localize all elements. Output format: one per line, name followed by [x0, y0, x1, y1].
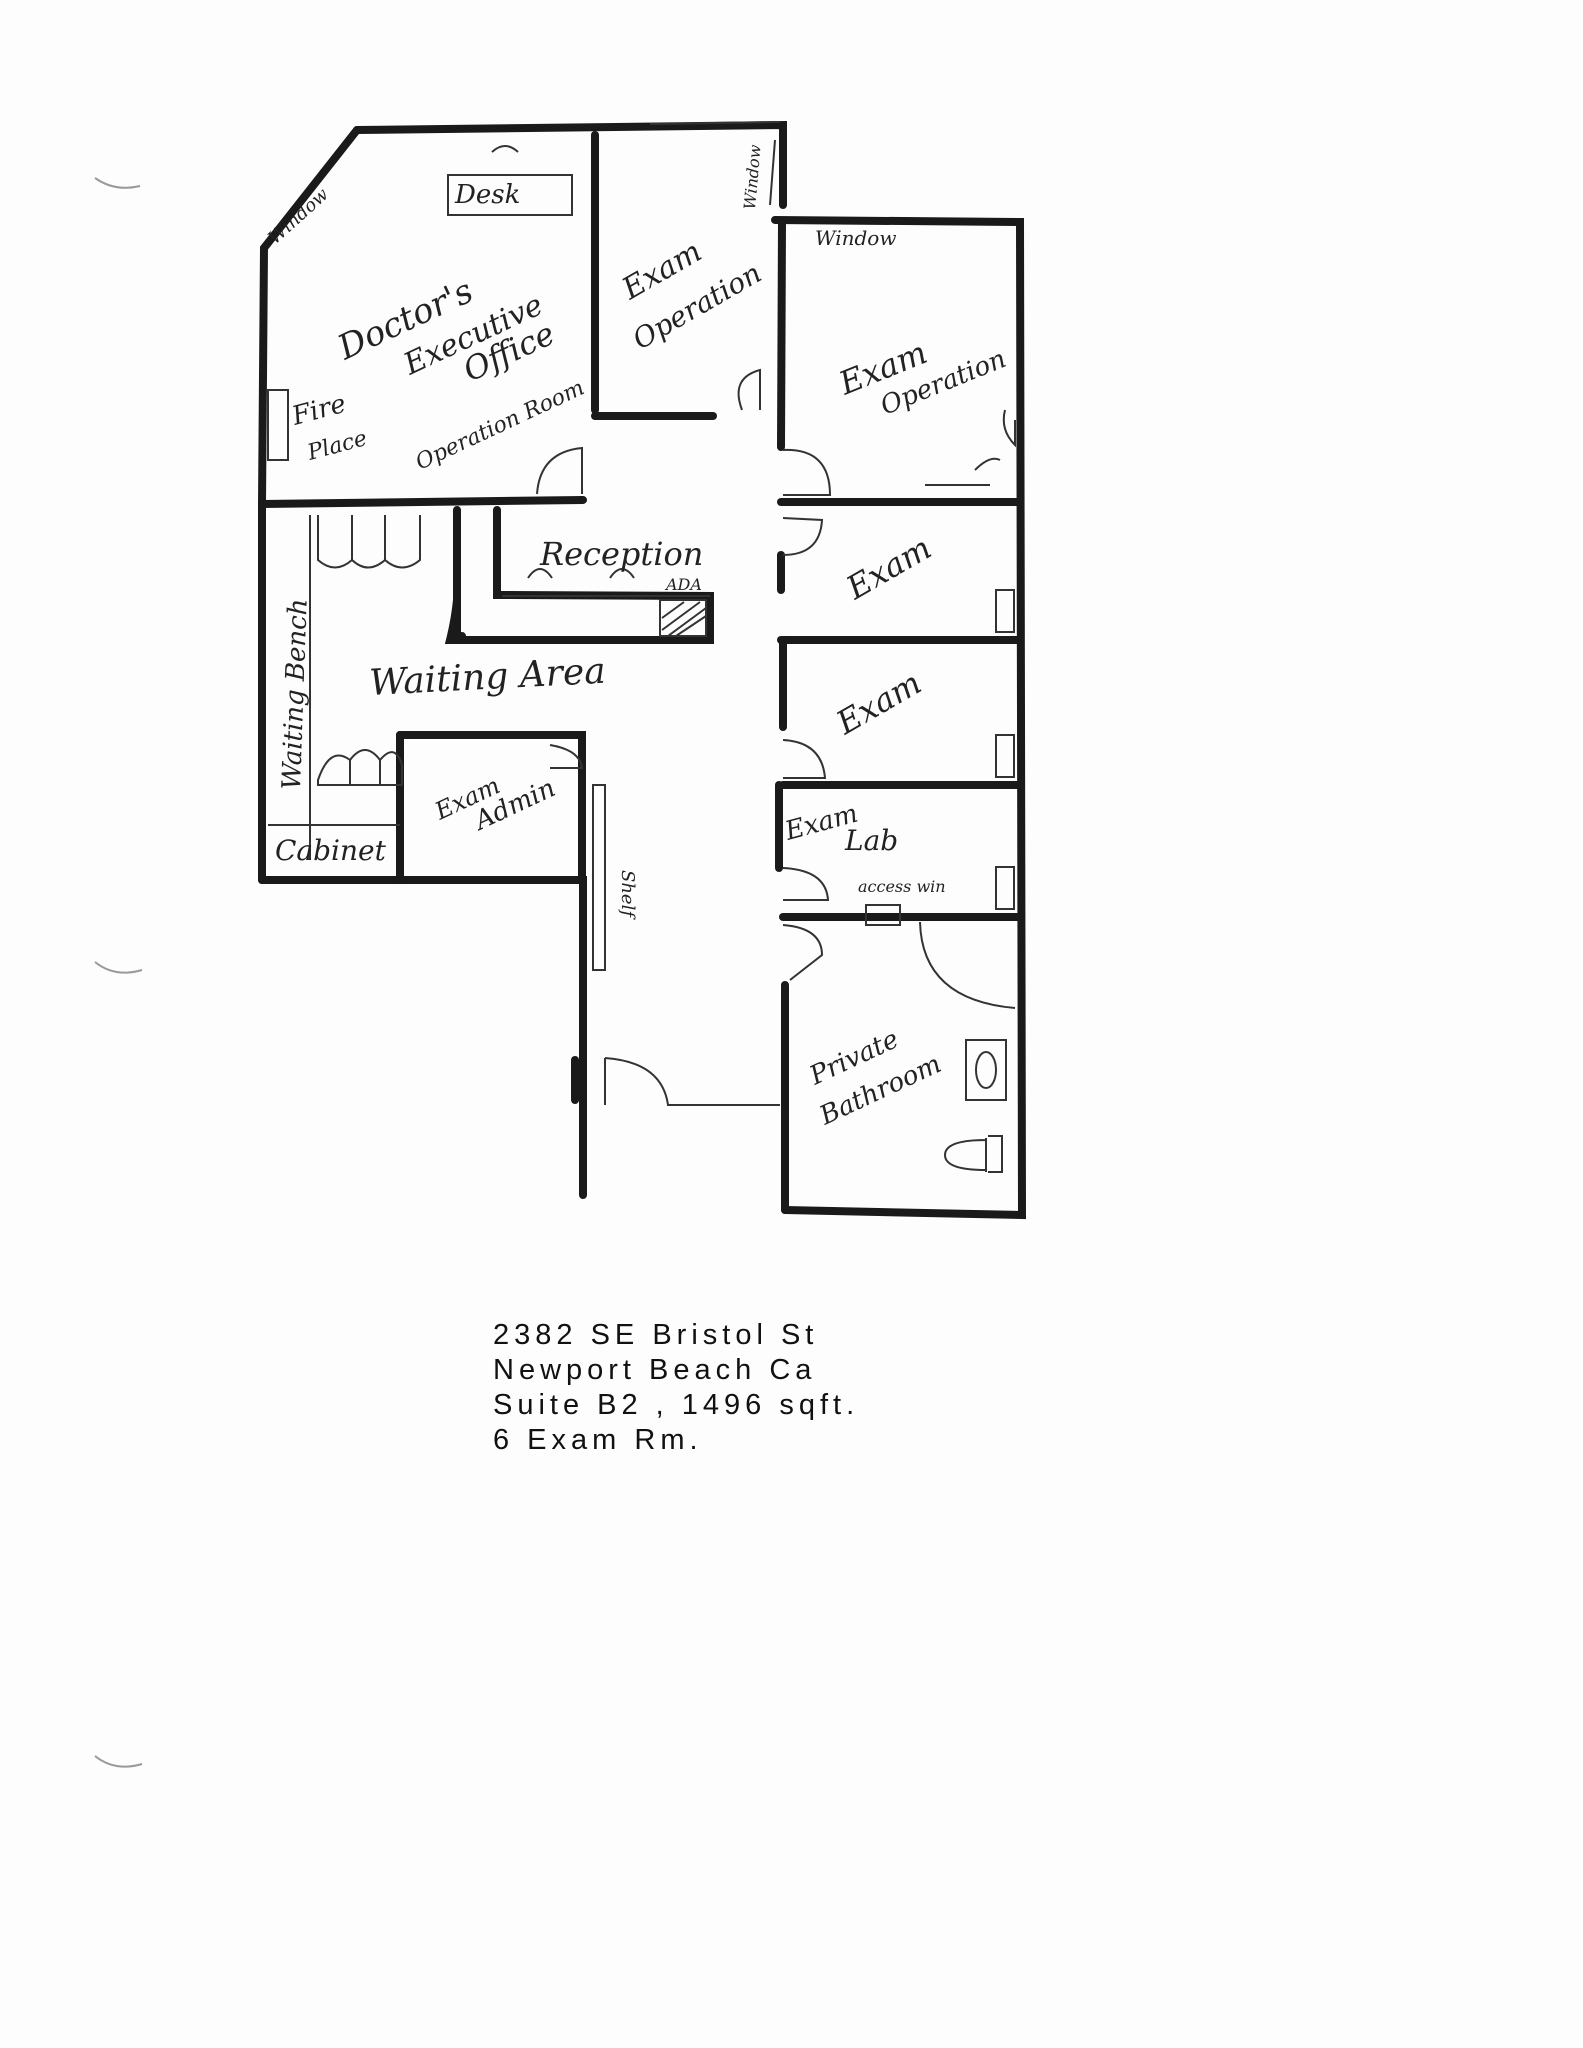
label-window-right: Window: [815, 226, 896, 250]
toilet: [943, 1135, 1003, 1173]
shelf: [592, 784, 606, 971]
label-window-small: Window: [740, 143, 765, 210]
label-shelf: Shelf: [617, 870, 638, 920]
label-reception: Reception: [539, 535, 703, 573]
reception-chairs: [527, 568, 635, 579]
address-block: 2382 SE Bristol St Newport Beach Ca Suit…: [493, 1318, 859, 1458]
sink-exam-2: [995, 734, 1015, 778]
label-waiting-area: Waiting Area: [368, 651, 606, 704]
label-doctors-4: Operation Room: [412, 375, 588, 475]
label-exam-2: Exam: [829, 664, 928, 743]
label-place: Place: [304, 426, 370, 466]
binder-hole-top: [94, 177, 141, 189]
label-desk: Desk: [454, 180, 520, 210]
ada-counter: [659, 599, 707, 637]
access-window: [865, 904, 901, 926]
ada-hatch: [661, 601, 707, 637]
label-exam-1: Exam: [839, 529, 938, 608]
address-line-2: Newport Beach Ca: [493, 1354, 817, 1386]
label-exam-lab-b: Lab: [844, 824, 898, 857]
fire-place: [267, 389, 289, 461]
bathroom-sink-basin: [975, 1051, 997, 1089]
bathroom-sink: [965, 1039, 1007, 1101]
window-right: [769, 139, 776, 206]
label-access-window: access win: [858, 877, 946, 896]
label-window-office: Window: [264, 184, 333, 249]
waiting-chairs-bottom: [317, 749, 403, 786]
binder-hole-bottom: [94, 1755, 143, 1768]
label-waiting-bench: Waiting Bench: [277, 598, 314, 790]
binder-hole-middle: [94, 961, 143, 974]
waiting-chairs-top: [309, 515, 421, 860]
sink-lab: [995, 866, 1015, 910]
doors: [536, 368, 1016, 1106]
address-line-1: 2382 SE Bristol St: [493, 1319, 819, 1351]
sink-exam-1: [995, 589, 1015, 633]
window-top: [649, 121, 781, 125]
label-ada: ADA: [664, 575, 702, 594]
address-line-4: 6 Exam Rm.: [493, 1424, 703, 1456]
desk-chair: [491, 145, 519, 153]
label-fire: Fire: [288, 389, 349, 432]
address-line-3: Suite B2 , 1496 sqft.: [493, 1389, 860, 1421]
desk: [447, 174, 573, 216]
label-cabinet: Cabinet: [275, 834, 387, 867]
walls: [258, 120, 1027, 1220]
